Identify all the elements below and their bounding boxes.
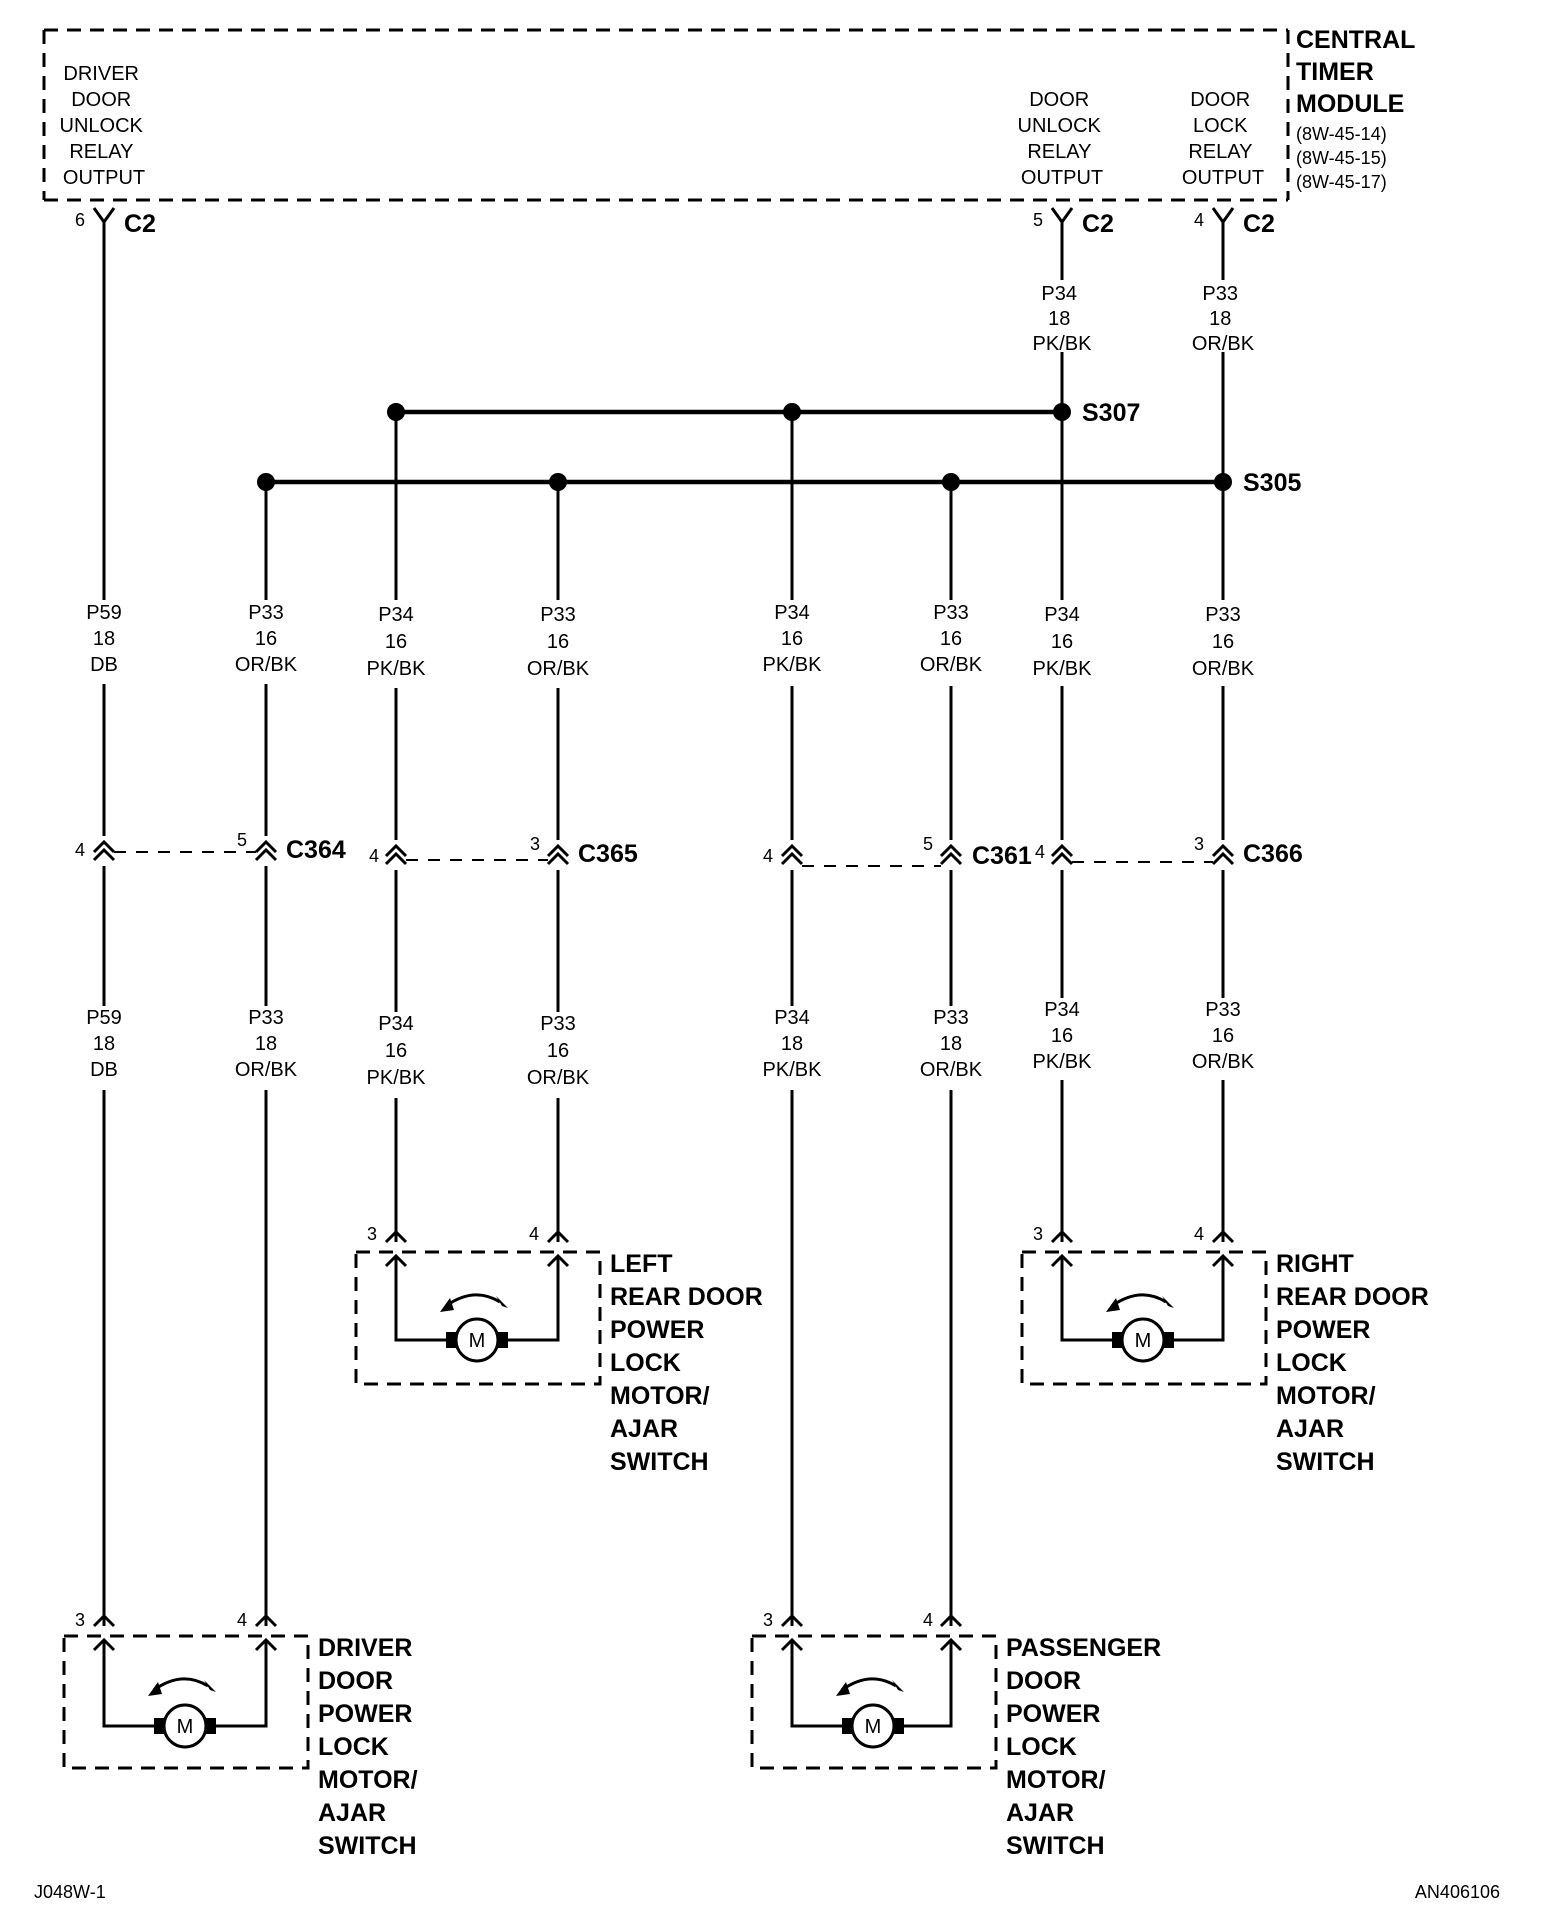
c2-pin-4: 4 C2 — [1194, 207, 1275, 238]
motor-icon — [162, 1703, 208, 1749]
motor-driver-door: 3 4 M DRIVER DOOR POWER LOCK MOTOR/ AJAR… — [62, 1610, 425, 1860]
connector-c366: 4 3 C366 — [1035, 834, 1303, 868]
svg-text:5: 5 — [923, 834, 933, 854]
svg-text:4: 4 — [369, 846, 379, 866]
svg-text:3: 3 — [75, 1610, 85, 1630]
connector-symbol — [1050, 207, 1074, 225]
connector-c361: 4 5 C361 — [763, 834, 1032, 870]
connector-c364: 4 5 C364 — [75, 830, 346, 864]
motor-label: LEFT REAR DOOR POWER LOCK MOTOR/ AJAR SW… — [610, 1250, 770, 1476]
motor-right-rear-door: 3 4 M RIGHT REAR DOOR POWER LOCK MOTOR/ … — [1020, 1224, 1436, 1476]
module-outline — [42, 28, 1290, 202]
svg-text:M: M — [865, 1716, 882, 1738]
svg-text:3: 3 — [367, 1224, 377, 1244]
footer-figure-id: AN406106 — [1415, 1882, 1500, 1902]
splice-s305: S305 — [257, 469, 1301, 497]
svg-text:3: 3 — [530, 834, 540, 854]
svg-text:M: M — [469, 1330, 486, 1352]
motor-icon — [1120, 1317, 1166, 1363]
vertical-wires — [102, 222, 1225, 1626]
splice-label-s305: S305 — [1243, 469, 1301, 497]
svg-text:C365: C365 — [578, 840, 638, 868]
svg-text:C366: C366 — [1243, 840, 1303, 868]
svg-text:3: 3 — [1033, 1224, 1043, 1244]
svg-text:4: 4 — [1194, 210, 1204, 230]
splice-label-s307: S307 — [1082, 399, 1140, 427]
svg-text:4: 4 — [1194, 1224, 1204, 1244]
connector-c365: 4 3 C365 — [369, 834, 638, 868]
central-timer-module: DRIVER DOOR UNLOCK RELAY OUTPUT DOOR UNL… — [42, 26, 1422, 238]
c2-pin-5: 5 C2 — [1033, 207, 1114, 238]
motor-passenger-door: 3 4 M PASSENGER DOOR POWER LOCK MOTOR/ A… — [750, 1610, 1168, 1860]
module-output-driver-unlock: DRIVER DOOR UNLOCK RELAY OUTPUT — [60, 63, 149, 189]
svg-text:4: 4 — [763, 846, 773, 866]
module-output-door-unlock: DOOR UNLOCK RELAY OUTPUT — [1018, 89, 1107, 189]
module-name: CENTRAL TIMER MODULE — [1296, 26, 1422, 118]
svg-text:C2: C2 — [124, 210, 156, 238]
motor-label: PASSENGER DOOR POWER LOCK MOTOR/ AJAR SW… — [1006, 1634, 1168, 1860]
svg-text:5: 5 — [237, 830, 247, 850]
svg-text:C364: C364 — [286, 836, 346, 864]
svg-text:4: 4 — [1035, 842, 1045, 862]
svg-text:3: 3 — [1194, 834, 1204, 854]
motor-icon — [454, 1317, 500, 1363]
motor-icon — [850, 1703, 896, 1749]
svg-text:C2: C2 — [1082, 210, 1114, 238]
footer-diagram-id: J048W-1 — [34, 1882, 106, 1902]
svg-text:6: 6 — [75, 210, 85, 230]
motor-label: DRIVER DOOR POWER LOCK MOTOR/ AJAR SWITC… — [318, 1634, 425, 1860]
svg-text:C361: C361 — [972, 842, 1032, 870]
wire-label-p33-upper: P33 18 OR/BK — [1192, 283, 1255, 355]
svg-text:4: 4 — [75, 840, 85, 860]
svg-text:4: 4 — [237, 1610, 247, 1630]
svg-text:M: M — [1135, 1330, 1152, 1352]
connector-symbol — [92, 207, 116, 225]
svg-text:5: 5 — [1033, 210, 1043, 230]
motor-left-rear-door: 3 4 M LEFT REAR DOOR POWER LOCK MOTOR/ A… — [354, 1224, 770, 1476]
connector-symbol — [1211, 207, 1235, 225]
svg-text:C2: C2 — [1243, 210, 1275, 238]
motor-label: RIGHT REAR DOOR POWER LOCK MOTOR/ AJAR S… — [1276, 1250, 1436, 1476]
svg-text:3: 3 — [763, 1610, 773, 1630]
splice-s307: S307 — [387, 399, 1140, 427]
c2-pin-6: 6 C2 — [75, 207, 156, 238]
wire-label-p34-upper: P34 18 PK/BK — [1033, 283, 1093, 355]
module-output-door-lock: DOOR LOCK RELAY OUTPUT — [1182, 89, 1264, 189]
svg-text:4: 4 — [529, 1224, 539, 1244]
module-refs: (8W-45-14) (8W-45-15) (8W-45-17) — [1296, 124, 1392, 192]
svg-text:4: 4 — [923, 1610, 933, 1630]
upper-wires: P34 18 PK/BK P33 18 OR/BK — [1033, 222, 1255, 482]
svg-text:M: M — [177, 1716, 194, 1738]
